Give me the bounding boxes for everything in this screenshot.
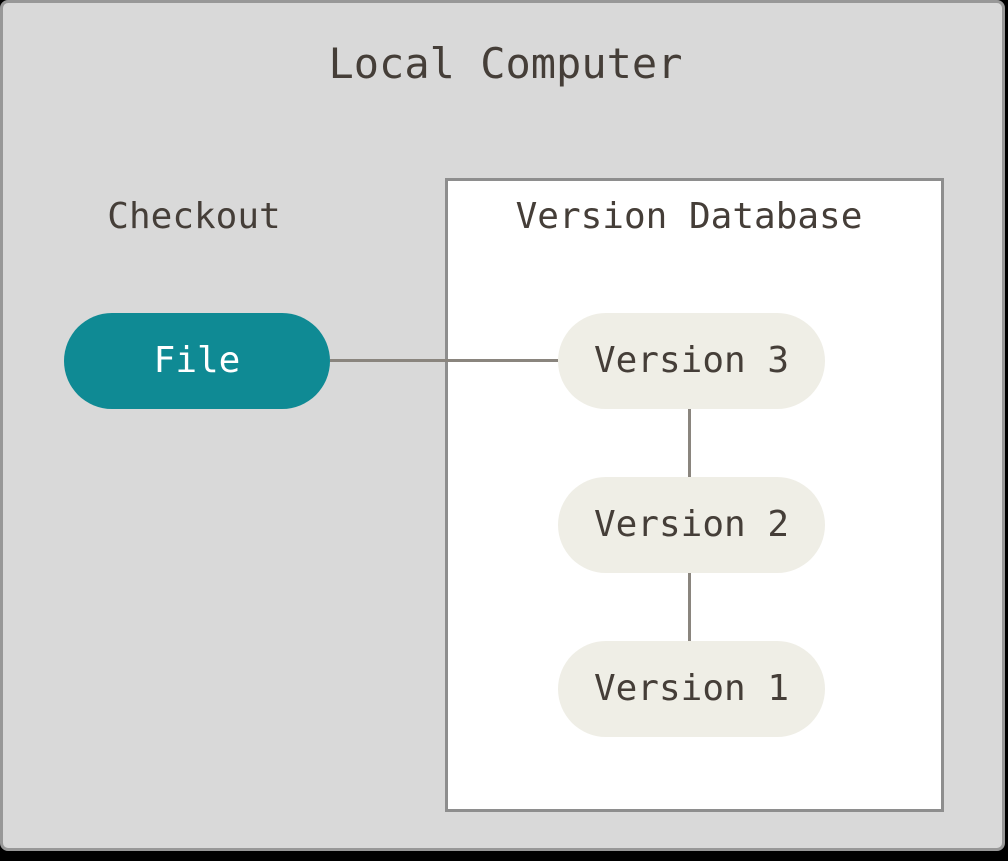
diagram-title: Local Computer	[328, 39, 683, 88]
version-node-1: Version 1	[558, 641, 825, 737]
connector-version2-version1	[688, 573, 691, 641]
checkout-label: Checkout	[107, 196, 281, 237]
connector-version3-version2	[688, 409, 691, 477]
connector-file-version3	[330, 359, 558, 362]
file-node: File	[64, 313, 330, 409]
version-node-2: Version 2	[558, 477, 825, 573]
version-database-title: Version Database	[515, 196, 863, 237]
version-node-3: Version 3	[558, 313, 825, 409]
